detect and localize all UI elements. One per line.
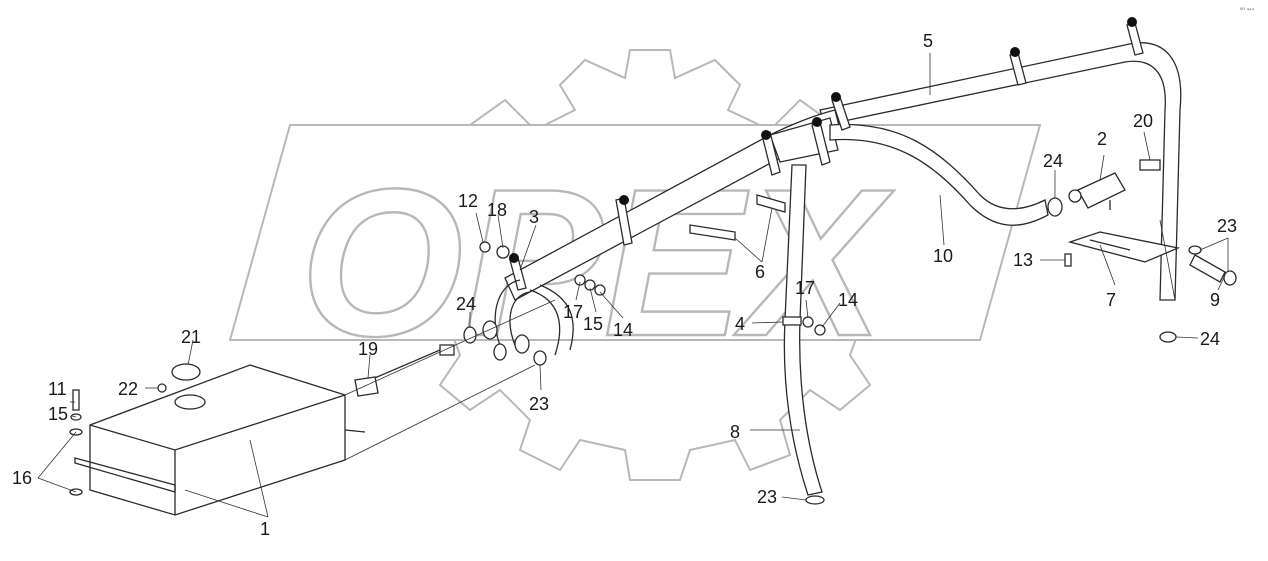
callout-14-center: 14	[838, 290, 858, 310]
leader-lines	[37, 53, 1229, 518]
corner-mark: ⁰⁰ ⁴⁴⁴	[1240, 7, 1255, 14]
callout-5: 5	[923, 31, 933, 51]
hardware-4-17-14-center	[782, 316, 826, 336]
callout-11: 11	[48, 379, 67, 399]
watermark-logo: OPEX	[228, 124, 1042, 381]
callout-15-left: 15	[583, 314, 603, 334]
callout-6: 6	[755, 262, 765, 282]
callout-13: 13	[1013, 250, 1033, 270]
callout-1: 1	[260, 519, 270, 539]
callout-23-left: 23	[529, 394, 549, 414]
callout-2: 2	[1097, 129, 1107, 149]
callout-18: 18	[487, 200, 507, 220]
callout-labels: 1 2 3 4 5 6 7 8 9 10 11 12 13 14 14 15 1…	[12, 31, 1237, 539]
bolt-13	[1064, 253, 1072, 267]
hose-9	[1188, 245, 1237, 286]
callout-15-tank: 15	[48, 404, 68, 424]
callout-14-left: 14	[613, 320, 633, 340]
callout-9: 9	[1210, 290, 1220, 310]
callout-23-bottom: 23	[757, 487, 777, 507]
pipe-8	[783, 164, 825, 505]
callout-4: 4	[735, 314, 745, 334]
callout-10: 10	[933, 246, 953, 266]
callout-24-left: 24	[456, 294, 476, 314]
callout-21: 21	[181, 327, 201, 347]
hardware-12-18	[479, 241, 510, 259]
callout-17-center: 17	[795, 278, 815, 298]
callout-24-top: 24	[1043, 151, 1063, 171]
callout-23-right: 23	[1217, 216, 1237, 236]
pipe-3	[463, 279, 574, 366]
callout-16: 16	[12, 468, 32, 488]
callout-12: 12	[458, 191, 478, 211]
fitting-2	[1068, 159, 1161, 210]
callout-20: 20	[1133, 111, 1153, 131]
callout-19: 19	[358, 339, 378, 359]
callout-7: 7	[1106, 290, 1116, 310]
callout-3: 3	[529, 207, 539, 227]
part-6-blocks	[689, 194, 786, 241]
callout-17-left: 17	[563, 302, 583, 322]
callout-8: 8	[730, 422, 740, 442]
hardware-17-15-14-left	[574, 274, 606, 296]
fitting-24-right	[1159, 331, 1177, 343]
hardware-tank	[69, 383, 167, 496]
callout-22: 22	[118, 379, 138, 399]
clamps	[509, 17, 1144, 291]
bracket-7	[1067, 231, 1181, 263]
callout-24-right: 24	[1200, 329, 1220, 349]
